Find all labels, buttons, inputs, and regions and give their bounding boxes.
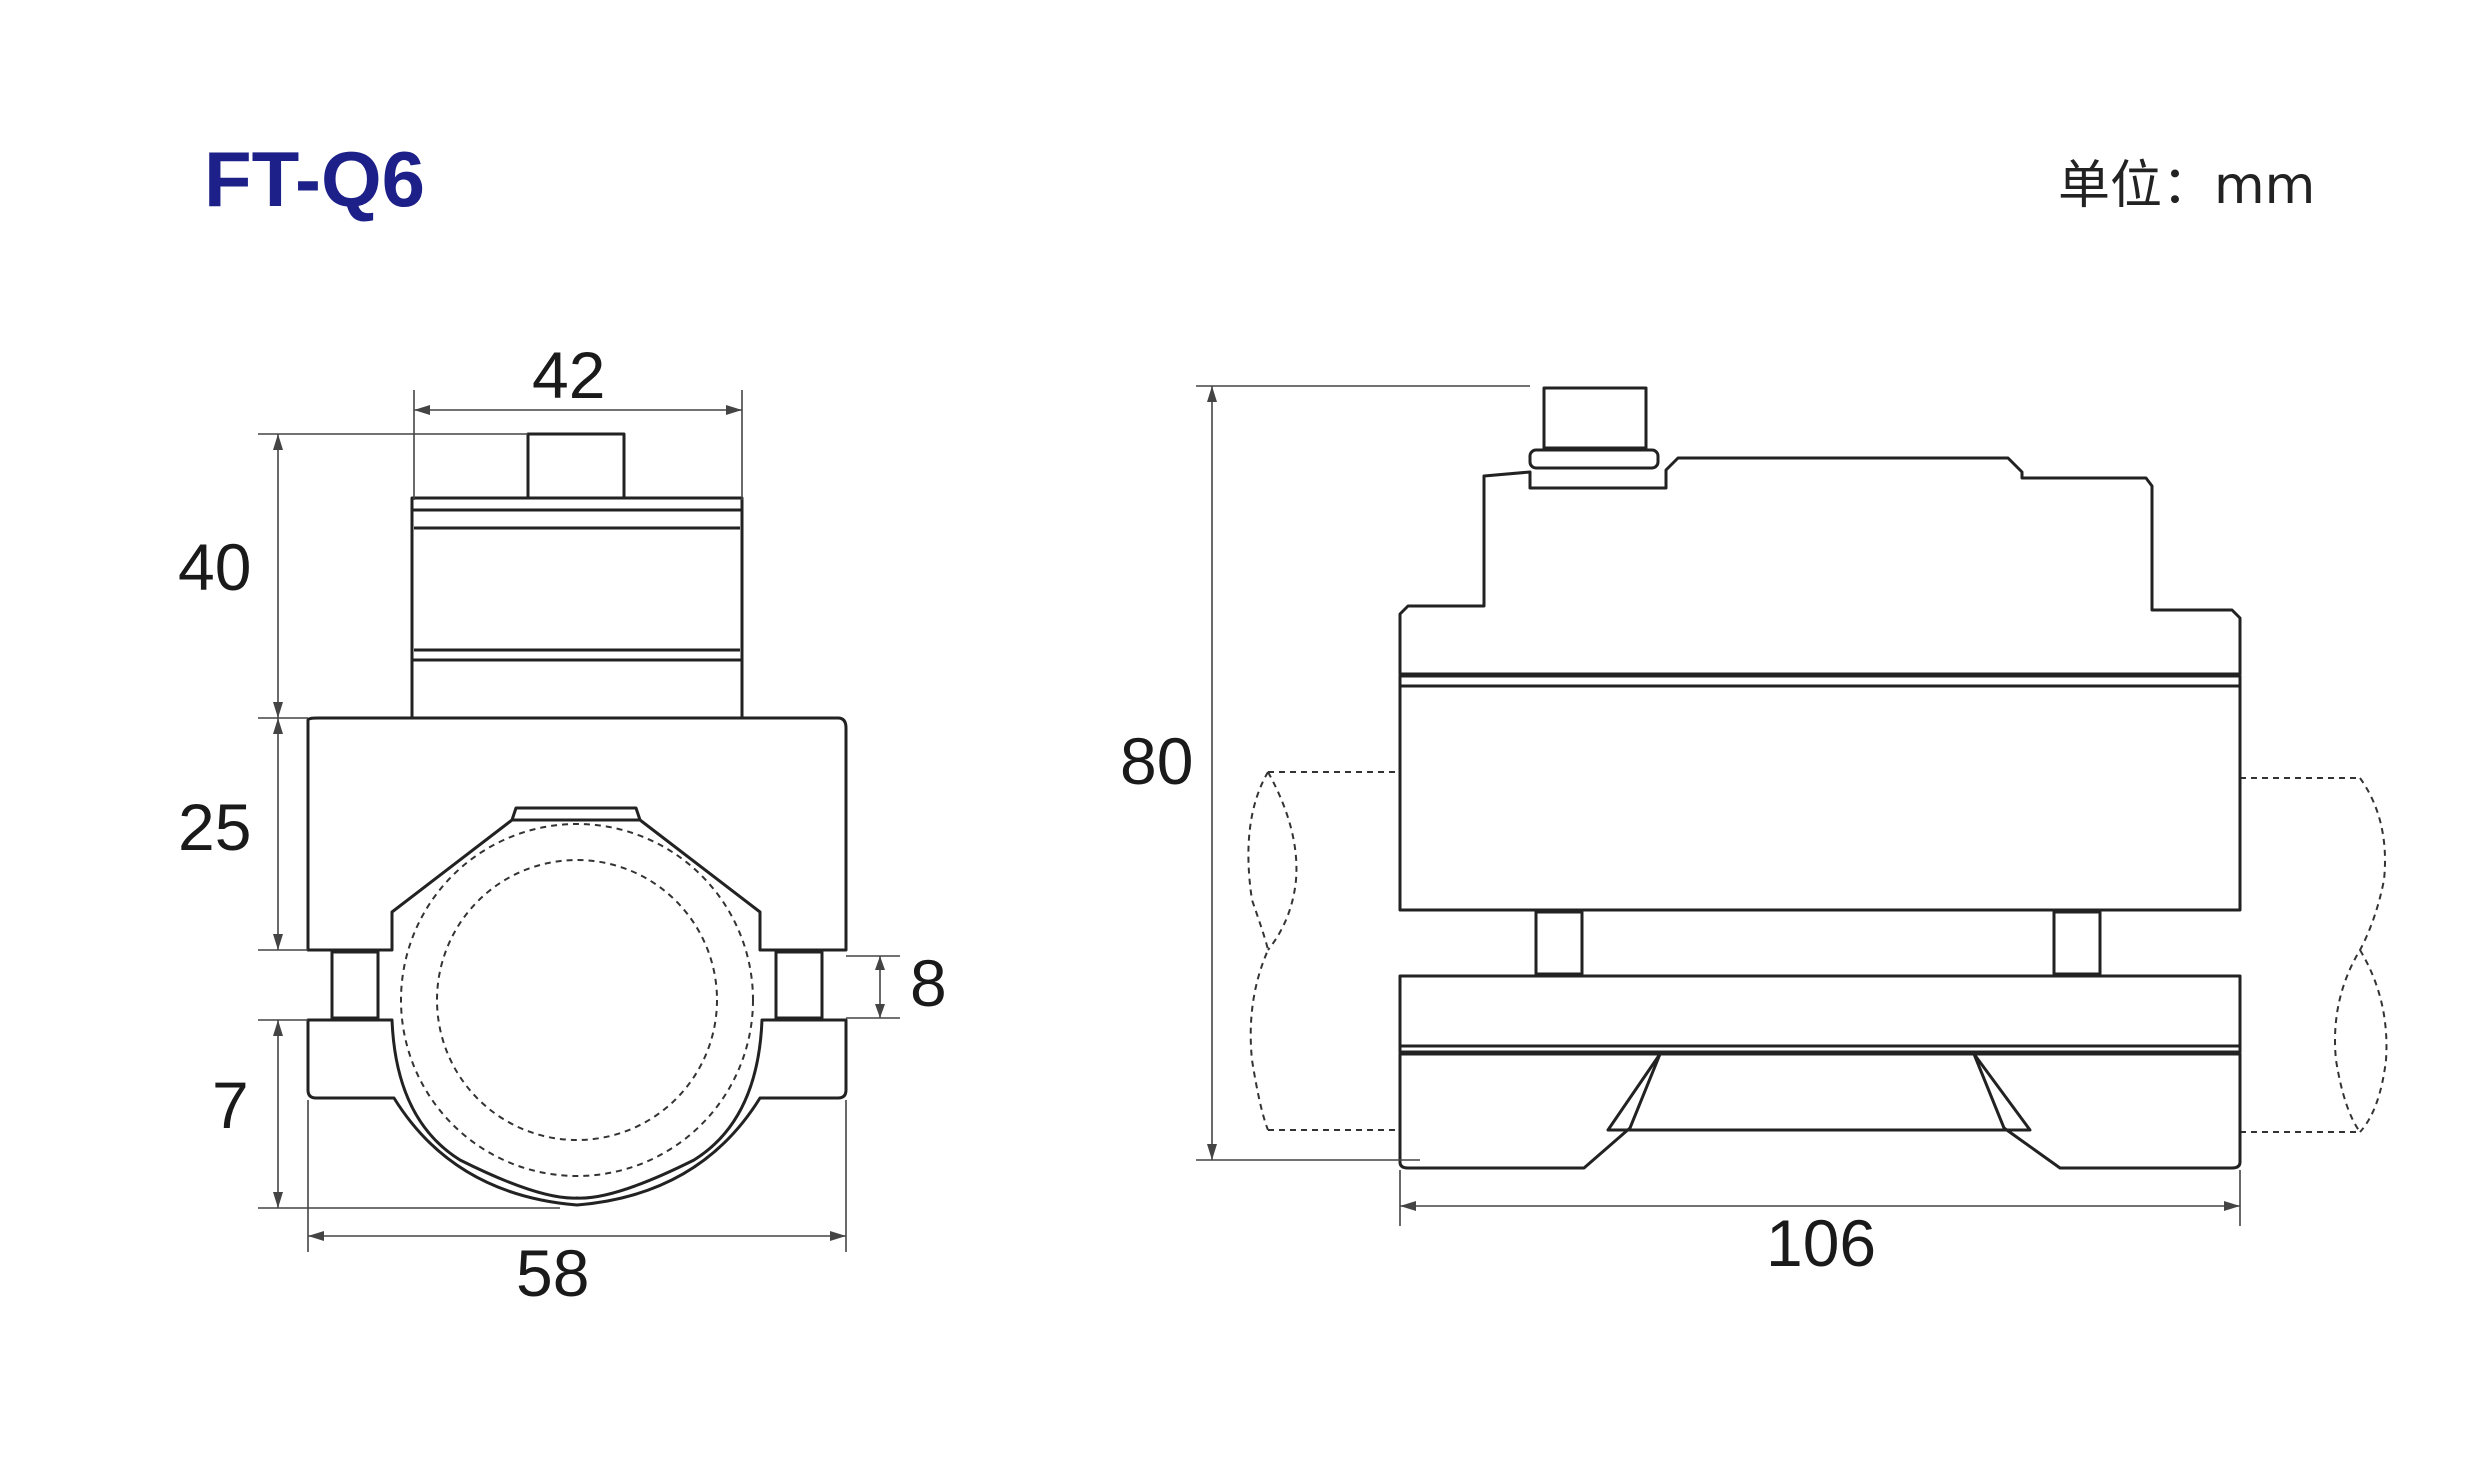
front-pipe-outer xyxy=(400,823,754,1177)
side-middle-block xyxy=(1398,674,2242,912)
front-pipe-inner xyxy=(436,859,718,1141)
side-pipe-right-end xyxy=(2334,777,2386,1133)
side-sensor-stub xyxy=(1542,386,1648,450)
dim-head-height: 40 xyxy=(178,530,252,604)
side-left-bolt xyxy=(1534,910,1584,976)
dim-total-height: 80 xyxy=(1120,724,1194,798)
dim-base-height: 7 xyxy=(212,1068,249,1142)
dim-total-length: 106 xyxy=(1766,1206,1877,1280)
dim-top-width: 42 xyxy=(532,338,606,412)
side-right-bolt xyxy=(2052,910,2102,976)
unit-label: 单位：mm xyxy=(2058,156,2316,216)
side-sensor-nut xyxy=(1528,448,1660,470)
dim-gap: 8 xyxy=(910,946,947,1020)
side-pipe-left-end xyxy=(1247,771,1270,1131)
front-head-block xyxy=(410,496,744,720)
side-lower-block xyxy=(1398,974,2242,1054)
model-title: FT-Q6 xyxy=(204,135,426,223)
side-top-housing xyxy=(1398,456,2242,676)
dim-base-width: 58 xyxy=(516,1236,590,1310)
front-left-bolt xyxy=(330,950,380,1020)
front-right-bolt xyxy=(774,950,824,1020)
front-lower-clamp xyxy=(306,1018,848,1207)
side-base xyxy=(1398,1052,2242,1170)
dim-body-height: 25 xyxy=(178,790,252,864)
